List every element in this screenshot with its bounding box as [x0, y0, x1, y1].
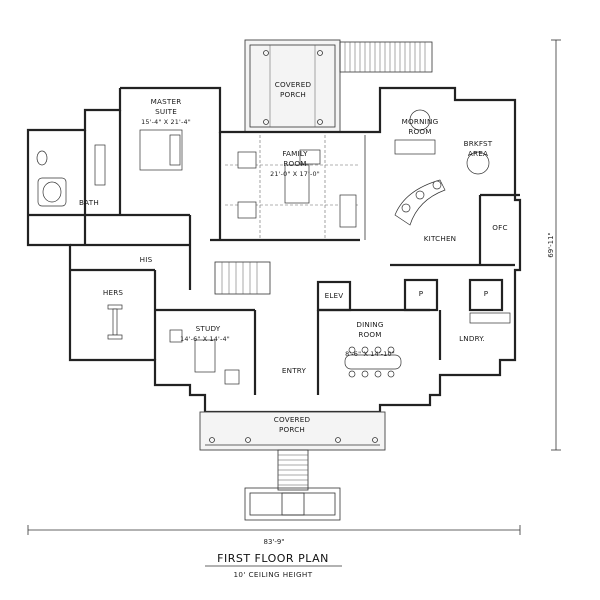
pantry-left-label: P [419, 289, 424, 298]
ofc-label: OFC [492, 223, 507, 232]
master-suite-label-1: MASTER [151, 97, 182, 106]
study-dims: 14'-6" X 14'-4" [180, 335, 230, 343]
furniture [36, 109, 511, 385]
family-room-dims: 21'-0" X 17'-0" [270, 170, 320, 178]
bath-label: BATH [79, 198, 99, 207]
overall-width-dimension: 83'-9" [263, 538, 284, 546]
rear-porch [244, 39, 341, 133]
master-suite-label-2: SUITE [155, 107, 177, 116]
study-label: STUDY [196, 324, 221, 333]
morning-room-label-2: ROOM [408, 127, 431, 136]
kitchen-label: KITCHEN [424, 234, 457, 243]
overall-depth-dimension: 69'-11" [547, 232, 555, 257]
rear-covered-porch-label-2: PORCH [280, 90, 306, 99]
brkfst-area-label-2: AREA [468, 149, 488, 158]
dining-room-label-2: ROOM [358, 330, 381, 339]
his-closet-label: HIS [140, 255, 153, 264]
rear-stairs [339, 41, 433, 73]
interior-walls [28, 110, 520, 395]
front-stairs [244, 449, 341, 521]
plan-subtitle: 10' CEILING HEIGHT [233, 570, 312, 579]
family-room-label-1: FAMILY [282, 149, 308, 158]
master-suite-dims: 15'-4" X 21'-4" [141, 118, 191, 126]
exterior-walls [26, 86, 522, 414]
plan-title: FIRST FLOOR PLAN [217, 552, 329, 565]
hers-closet-label: HERS [103, 288, 124, 297]
dining-room-label-1: DINING [356, 320, 383, 329]
morning-room-label-1: MORNING [402, 117, 439, 126]
elev-label: ELEV [325, 291, 344, 300]
front-covered-porch-label-2: PORCH [279, 425, 305, 434]
entry-label: ENTRY [282, 366, 307, 375]
front-covered-porch-label-1: COVERED [274, 415, 311, 424]
pantry-right-label: P [484, 289, 489, 298]
dining-room-dims: 8'-6" X 14'-10" [345, 350, 395, 358]
front-porch [199, 411, 386, 451]
rear-covered-porch-label-1: COVERED [275, 80, 312, 89]
dimension-lines [27, 39, 561, 535]
family-room-label-2: ROOM [283, 159, 306, 168]
lndry-label: LNDRY. [459, 334, 485, 343]
brkfst-area-label-1: BRKFST [464, 139, 493, 148]
